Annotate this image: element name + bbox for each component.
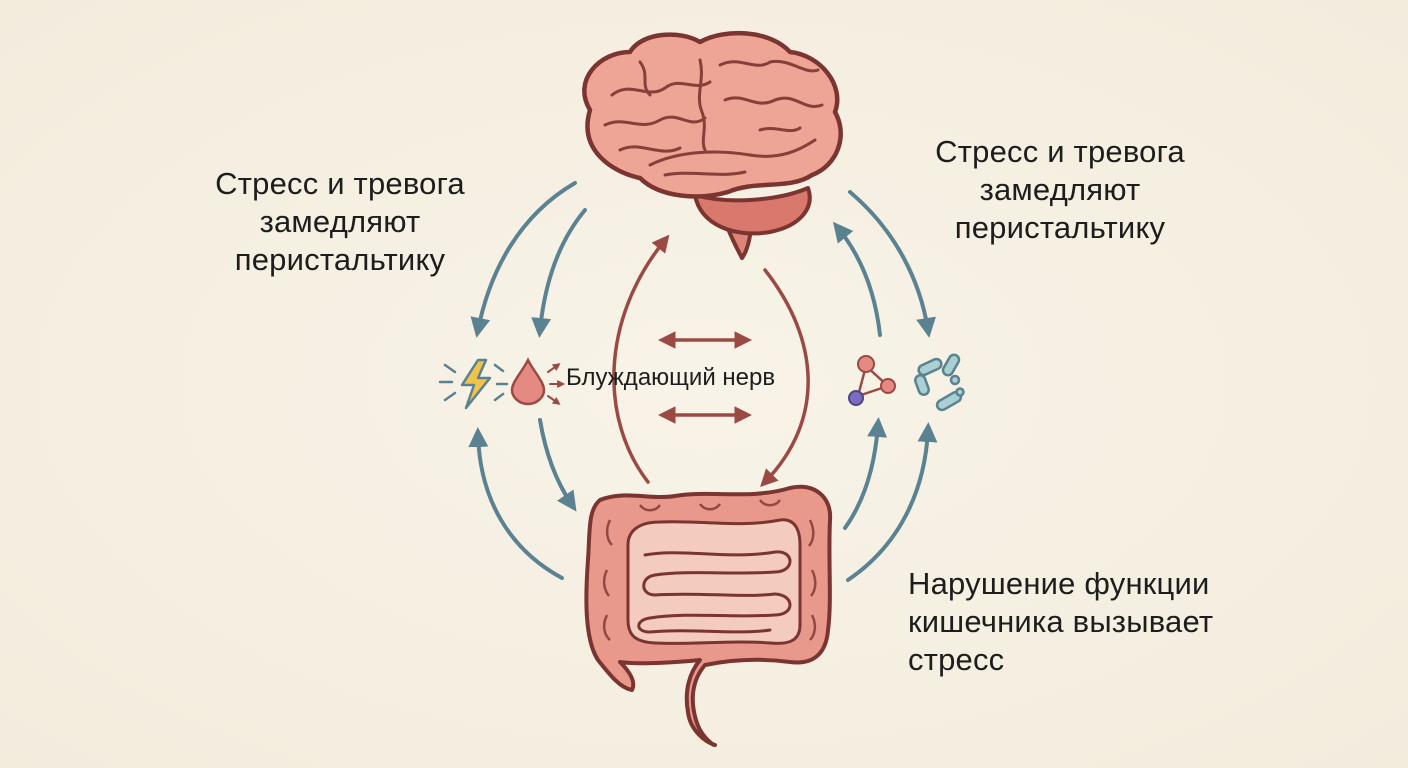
right-stress-label: Стресс и тревога замедляют перистальтику [880, 133, 1240, 247]
brain-icon [582, 30, 843, 260]
gut-dysfunction-label: Нарушение функции кишечника вызывает стр… [908, 565, 1288, 679]
lightning-icon [438, 358, 509, 410]
left-stress-label-line-3: перистальтику [234, 242, 446, 277]
inner-vagus-arcs [612, 234, 810, 488]
center-double-arrows [658, 331, 752, 424]
left-stress-label-line-1: Стресс и тревога [215, 166, 465, 201]
right-stress-label-line-3: перистальтику [954, 210, 1166, 245]
left-outer-arrows [468, 181, 587, 580]
intestine-icon [584, 484, 833, 747]
right-stress-label-line-2: замедляют [979, 172, 1141, 207]
gut-dysfunction-label-line-1: Нарушение функции [908, 566, 1210, 601]
left-stress-label: Стресс и тревога замедляют перистальтику [160, 165, 520, 279]
vagus-nerve-label: Блуждающий нерв [566, 364, 776, 391]
bacteria-icon [914, 353, 965, 412]
molecule-icon [848, 355, 896, 406]
gut-dysfunction-label-line-2: кишечника вызывает [908, 604, 1214, 639]
blood-drop-icon [510, 357, 566, 406]
left-stress-label-line-2: замедляют [259, 204, 421, 239]
gut-dysfunction-label-line-3: стресс [908, 642, 1005, 677]
right-stress-label-line-1: Стресс и тревога [935, 134, 1185, 169]
right-outer-arrows [832, 190, 938, 582]
